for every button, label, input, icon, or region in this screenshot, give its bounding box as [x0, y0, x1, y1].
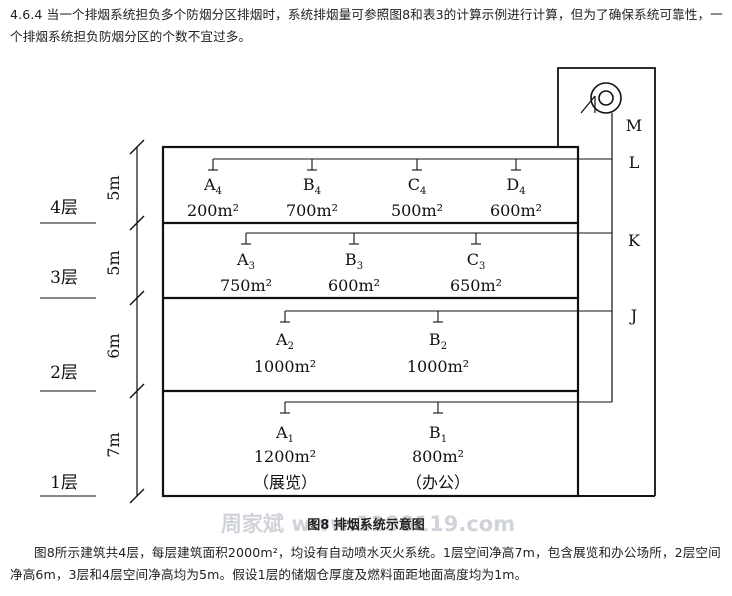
zone-id: B3 [345, 250, 363, 272]
floor-label: 2层 [50, 363, 78, 383]
zone-area: 1200m² [254, 447, 316, 466]
zone-area: 1000m² [254, 357, 316, 376]
zone-id: D4 [506, 175, 525, 197]
fan-icon [590, 82, 622, 114]
zone-id: C4 [408, 175, 427, 197]
zone-subscript: 4 [216, 186, 222, 197]
diagram-labels: 周家斌 www.1190119.com L 4层 5m A4 200m² B4 700m² C4… [50, 116, 642, 536]
figure-caption: 图8 排烟系统示意图 [307, 517, 425, 533]
zone-subscript: 4 [420, 186, 426, 197]
zone-area: 700m² [286, 201, 338, 220]
zone-area: 800m² [412, 447, 464, 466]
zone-subscript: 3 [479, 261, 485, 272]
floor-height-label: 5m [104, 250, 123, 275]
zone-area: 500m² [391, 201, 443, 220]
floor-height-label: 6m [104, 333, 123, 358]
zone-area: 600m² [490, 201, 542, 220]
floor-label: 4层 [50, 198, 78, 218]
duct-label: L [629, 153, 640, 172]
exhaust-ducts [208, 158, 612, 414]
zone-subscript: 3 [249, 261, 255, 272]
floor-label: 3层 [50, 268, 78, 288]
zone-subscript: 4 [315, 186, 321, 197]
zone-subscript: 4 [519, 186, 525, 197]
zone-area: 1000m² [407, 357, 469, 376]
zone-subscript: 3 [357, 261, 363, 272]
zone-subscript: 2 [441, 341, 447, 352]
zone-id: B4 [303, 175, 321, 197]
smoke-exhaust-diagram: 周家斌 www.1190119.com L 4层 5m A4 200m² B4 700m² C4… [40, 67, 656, 536]
zone-area: 200m² [187, 201, 239, 220]
duct-label: K [628, 231, 641, 250]
zone-area: 600m² [328, 276, 380, 295]
duct-label: J [629, 306, 637, 325]
zone-id: A3 [236, 250, 255, 272]
description-paragraph: 图8所示建筑共4层，每层建筑面积2000m²，均设有自动喷水灭火系统。1层空间净… [10, 545, 721, 582]
zone-subscript: 1 [288, 434, 294, 445]
floor-label: 1层 [50, 473, 78, 493]
zone-id: C3 [467, 250, 486, 272]
fan-label: M [626, 116, 642, 135]
zone-use: （展览） [253, 473, 317, 492]
zone-id: A4 [203, 175, 222, 197]
zone-use: （办公） [406, 473, 470, 492]
floor-height-label: 5m [104, 175, 123, 200]
zone-id: B1 [429, 423, 447, 445]
zone-subscript: 2 [288, 341, 294, 352]
zone-id: A2 [275, 330, 294, 352]
exhaust-shaft [557, 67, 656, 496]
zone-area: 750m² [220, 276, 272, 295]
building-outline [161, 145, 580, 498]
zone-subscript: 1 [441, 434, 447, 445]
intro-paragraph: 4.6.4 当一个排烟系统担负多个防烟分区排烟时，系统排烟量可参照图8和表3的计… [10, 7, 723, 44]
floor-height-label: 7m [104, 432, 123, 457]
zone-id: A1 [275, 423, 294, 445]
zone-id: B2 [429, 330, 447, 352]
watermark: 周家斌 www.1190119.com [221, 512, 515, 536]
zone-area: 650m² [450, 276, 502, 295]
